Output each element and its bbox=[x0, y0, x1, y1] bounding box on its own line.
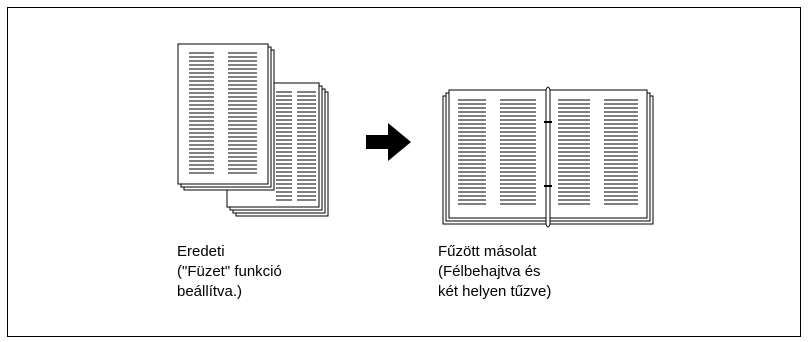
original-document-stack bbox=[177, 43, 329, 217]
copy-caption-line-1: Fűzött másolat bbox=[438, 243, 537, 260]
copy-caption-line-3: két helyen tűzve) bbox=[438, 283, 552, 300]
booklet-spine bbox=[545, 86, 551, 228]
front-page-text-lines bbox=[189, 52, 257, 174]
copy-caption-line-2: (Félbehajtva és bbox=[438, 263, 541, 280]
left-page-layer-1 bbox=[448, 89, 547, 219]
original-caption-line-3: beállítva.) bbox=[177, 283, 243, 300]
right-page-layer-1 bbox=[549, 89, 648, 219]
original-caption-line-1: Eredeti bbox=[177, 243, 225, 260]
original-caption: Eredeti ("Füzet" funkció beállítva.) bbox=[177, 242, 282, 302]
back-page-text-lines bbox=[276, 91, 316, 201]
original-caption-line-2: ("Füzet" funkció bbox=[177, 263, 282, 280]
figure-frame bbox=[7, 7, 801, 337]
copy-caption: Fűzött másolat (Félbehajtva és két helye… bbox=[438, 242, 551, 302]
booklet-text-lines bbox=[458, 99, 638, 205]
right-arrow-icon bbox=[366, 123, 411, 161]
